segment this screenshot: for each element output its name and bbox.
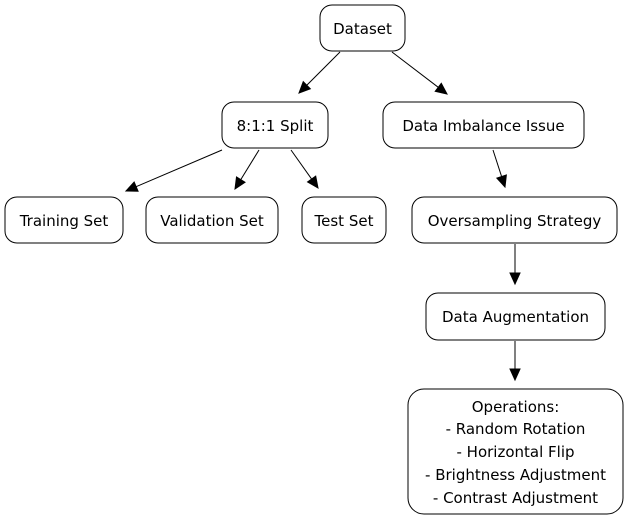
edge-line <box>135 149 223 188</box>
edge-split-to-validation <box>234 149 260 191</box>
arrowhead-icon <box>124 181 139 192</box>
node-split-box <box>221 101 329 149</box>
node-augmentation-box <box>425 292 606 341</box>
edge-split-to-training <box>124 149 223 192</box>
node-dataset: Dataset <box>319 4 406 52</box>
edge-imbalance-to-oversampling <box>492 149 507 189</box>
node-validation-box <box>145 196 279 244</box>
node-imbalance-box <box>382 101 585 149</box>
node-operations-line: - Horizontal Flip <box>456 443 574 461</box>
node-operations: Operations: - Random Rotation - Horizont… <box>407 388 624 515</box>
node-oversampling: Oversampling Strategy <box>411 196 618 244</box>
edge-dataset-to-imbalance <box>391 51 448 95</box>
node-operations-line: - Contrast Adjustment <box>433 489 598 507</box>
edge-line <box>492 149 503 177</box>
node-dataset-label: Dataset <box>333 20 392 38</box>
arrowhead-icon <box>234 176 246 191</box>
node-validation: Validation Set <box>145 196 279 244</box>
node-test-box <box>301 196 387 244</box>
node-operations-line: - Random Rotation <box>446 420 586 438</box>
node-imbalance: Data Imbalance Issue <box>382 101 585 149</box>
node-operations-box <box>407 388 624 515</box>
node-imbalance-label: Data Imbalance Issue <box>402 117 564 135</box>
arrowhead-icon <box>434 82 448 95</box>
node-dataset-box <box>319 4 406 52</box>
arrowhead-icon <box>509 368 521 382</box>
edge-line <box>391 51 439 88</box>
node-oversampling-label: Oversampling Strategy <box>428 212 602 230</box>
node-split: 8:1:1 Split <box>221 101 329 149</box>
node-oversampling-box <box>411 196 618 244</box>
node-training-label: Training Set <box>19 212 109 230</box>
edge-dataset-to-split <box>298 51 341 94</box>
node-split-label: 8:1:1 Split <box>237 117 314 135</box>
arrowhead-icon <box>509 272 521 286</box>
node-test-label: Test Set <box>314 212 374 230</box>
arrowhead-icon <box>495 174 507 189</box>
edge-augmentation-to-operations <box>509 341 521 382</box>
node-validation-label: Validation Set <box>160 212 264 230</box>
node-augmentation-label: Data Augmentation <box>442 308 589 326</box>
node-training: Training Set <box>4 196 124 244</box>
edges-layer <box>124 51 521 382</box>
edge-split-to-test <box>290 149 319 189</box>
edge-oversampling-to-augmentation <box>509 244 521 286</box>
node-augmentation: Data Augmentation <box>425 292 606 341</box>
edge-line <box>240 149 260 180</box>
node-operations-line: Operations: <box>472 398 560 416</box>
arrowhead-icon <box>298 80 312 94</box>
edge-line <box>306 51 341 86</box>
node-operations-line: - Brightness Adjustment <box>425 466 606 484</box>
arrowhead-icon <box>306 175 319 189</box>
node-test: Test Set <box>301 196 387 244</box>
node-training-box <box>4 196 124 244</box>
edge-line <box>290 149 313 180</box>
